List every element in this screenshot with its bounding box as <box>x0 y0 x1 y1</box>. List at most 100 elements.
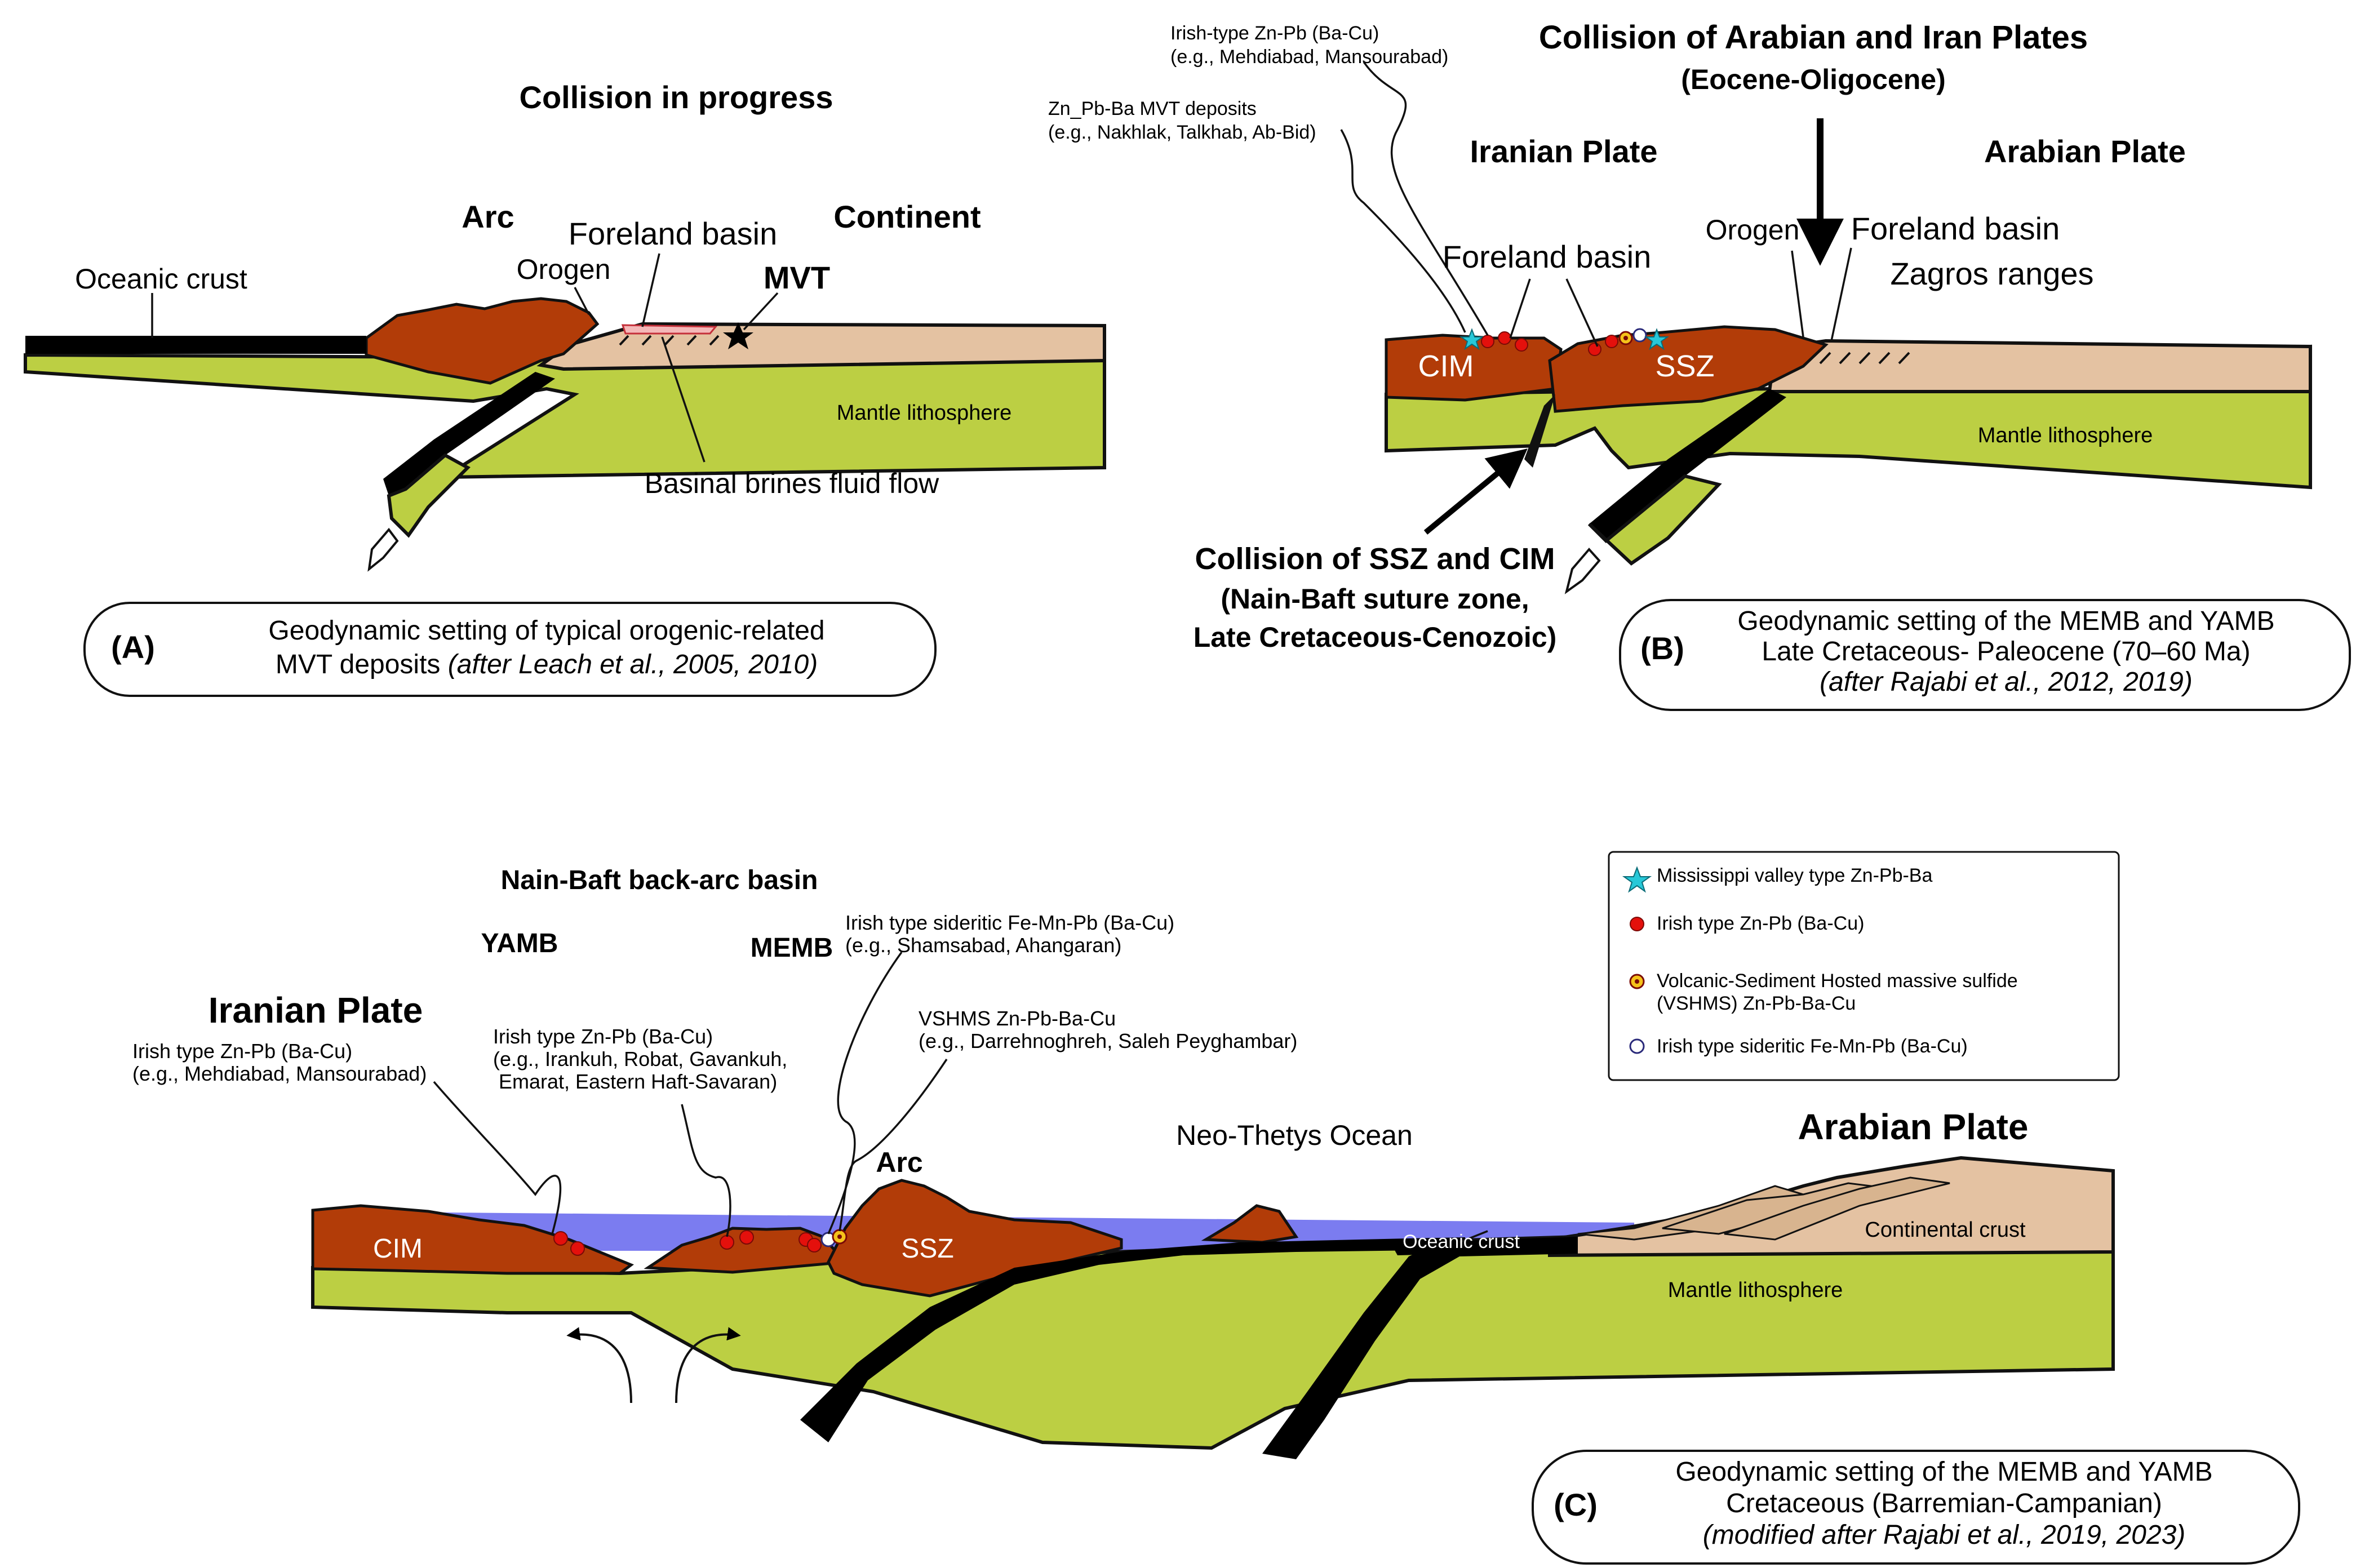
legend-item-vshms: Volcanic-Sediment Hosted massive sulfide <box>1657 970 2018 992</box>
panel-c-caption-line3: (modified after Rajabi et al., 2019, 202… <box>1703 1520 2186 1550</box>
panel-a-title: Collision in progress <box>520 79 833 115</box>
panel-b-orogen: Orogen <box>1706 214 1800 246</box>
legend-open-hexagon-icon <box>1629 1038 1645 1054</box>
panel-c-vshms-dot <box>837 1234 842 1239</box>
panel-c-irish-hexagon-icon <box>807 1238 822 1252</box>
legend-item-sideritic: Irish type sideritic Fe-Mn-Pb (Ba-Cu) <box>1657 1036 1968 1057</box>
panel-c-ssz-label: SSZ <box>901 1234 953 1264</box>
panel-c-neo-thetys-slab <box>1262 1237 1578 1459</box>
panel-c-irish2-eg2: Emarat, Eastern Haft-Savaran) <box>499 1070 777 1093</box>
panel-c-ssz-arc <box>827 1179 1123 1298</box>
panel-a-caption-line2a: MVT deposits <box>276 650 448 679</box>
panel-a-slab-mantle <box>387 453 471 538</box>
panel-b-cim <box>1385 334 1563 402</box>
panel-a-brines-label: Basinal brines fluid flow <box>645 468 939 499</box>
panel-c-deposits <box>553 1229 848 1256</box>
panel-b-caption-box <box>1619 599 2351 711</box>
panel-b-orogen-leader <box>1791 250 1804 337</box>
panel-c-memb: MEMB <box>751 933 833 963</box>
panel-c-irish2-label: Irish type Zn-Pb (Ba-Cu) <box>493 1025 713 1048</box>
panel-c-irish1-eg: (e.g., Mehdiabad, Mansourabad) <box>132 1062 427 1085</box>
panel-b-mvt-star-icon <box>1459 328 1485 350</box>
panel-c-backarc: Nain-Baft back-arc basin <box>501 865 818 895</box>
legend-cyan-star-icon <box>1622 866 1652 893</box>
panel-c-irish1-leader <box>433 1081 562 1234</box>
panel-c-irish2-eg1: (e.g., Irankuh, Robat, Gavankuh, <box>493 1047 787 1070</box>
panel-c-sideritic-label: Irish type sideritic Fe-Mn-Pb (Ba-Cu) <box>845 911 1174 934</box>
panel-b-irish-label: Irish-type Zn-Pb (Ba-Cu) <box>1170 23 1379 44</box>
panel-b-mantle-label: Mantle lithosphere <box>1978 424 2153 447</box>
panel-c: Nain-Baft back-arc basin YAMB MEMB Irish… <box>132 851 2300 1565</box>
panel-c-oceanic-leader <box>1459 1230 1488 1243</box>
panel-b-irish-hexagon-icon <box>1498 331 1511 345</box>
panel-b-mvt-star-icon <box>1644 328 1670 350</box>
panel-c-back-arc <box>644 1227 849 1274</box>
panel-b-subduction-arrow <box>1564 547 1601 594</box>
panel-c-caption-box <box>1532 1450 2300 1565</box>
panel-a-mantle <box>24 353 1106 505</box>
panel-b-subducting-slab <box>1589 389 1786 541</box>
panel-b-mvt-eg: (e.g., Nakhlak, Talkhab, Ab-Bid) <box>1048 122 1316 143</box>
panel-b-mvt-label: Zn_Pb-Ba MVT deposits <box>1048 98 1257 119</box>
panel-a-caption-box <box>83 602 937 697</box>
panel-a-caption-line1: Geodynamic setting of typical orogenic-r… <box>268 616 824 646</box>
panel-b-vshms-dot <box>1623 336 1628 340</box>
panel-a-oceanic-label: Oceanic crust <box>75 263 247 295</box>
panel-c-irish1-label: Irish type Zn-Pb (Ba-Cu) <box>132 1040 352 1063</box>
panel-a-subduction-arrow <box>367 527 399 572</box>
panel-a-continent-label: Continent <box>833 199 981 234</box>
panel-a-arc-orogen <box>365 297 600 385</box>
panel-c-arabian-plate: Arabian Plate <box>1798 1107 2028 1147</box>
panel-b-deposits <box>1459 328 1670 356</box>
panel-b: Collision of Arabian and Iran Plates (Eo… <box>1048 19 2351 711</box>
legend-item-mvt: Mississippi valley type Zn-Pb-Ba <box>1657 865 1932 886</box>
panel-c-arc: Arc <box>876 1147 922 1178</box>
panel-b-caption-line2: Late Cretaceous- Paleocene (70–60 Ma) <box>1762 637 2250 667</box>
panel-a-foreland-label: Foreland basin <box>569 216 777 251</box>
panel-b-collision1: Collision of SSZ and CIM <box>1195 542 1555 576</box>
panel-a-caption-label: (A) <box>111 629 155 665</box>
panel-a-subducting-slab <box>383 372 555 496</box>
panel-a-orogen-leader <box>574 287 590 315</box>
panel-b-suture-line <box>1524 394 1555 468</box>
panel-b-foreland-right: Foreland basin <box>1851 211 2060 246</box>
legend-red-hexagon-icon <box>1630 917 1644 931</box>
panel-b-arabian-plate: Arabian Plate <box>1984 134 2186 169</box>
panel-c-caption-line1: Geodynamic setting of the MEMB and YAMB <box>1675 1457 2212 1487</box>
legend-box <box>1608 851 2120 1081</box>
panel-c-irish-hexagon-icon <box>720 1235 734 1250</box>
legend-item-vshms-2: (VSHMS) Zn-Pb-Ba-Cu <box>1657 993 1856 1014</box>
legend-item-irish: Irish type Zn-Pb (Ba-Cu) <box>1657 913 1864 934</box>
panel-c-iranian-plate: Iranian Plate <box>208 990 423 1030</box>
panel-b-foreland-right-leader <box>1830 247 1852 341</box>
panel-c-mantle-label: Mantle lithosphere <box>1668 1278 1843 1302</box>
panel-b-cim-label: CIM <box>1418 349 1474 383</box>
panel-b-title2: (Eocene-Oligocene) <box>1681 64 1946 95</box>
panel-b-irish-leader <box>1363 61 1489 336</box>
panel-b-title1: Collision of Arabian and Iran Plates <box>1539 19 2088 56</box>
panel-c-caption-label: (C) <box>1554 1487 1598 1522</box>
panel-b-zagros: Zagros ranges <box>1890 256 2093 291</box>
panel-c-crust-fold-3 <box>1724 1176 1950 1241</box>
panel-b-caption-line1: Geodynamic setting of the MEMB and YAMB <box>1737 606 2274 636</box>
panel-c-caption-line2: Cretaceous (Barremian-Campanian) <box>1726 1489 2162 1518</box>
panel-b-sideritic-hexagon-icon <box>1632 328 1647 343</box>
panel-b-hatch <box>1819 352 1910 365</box>
panel-c-sideritic-eg: (e.g., Shamsabad, Ahangaran) <box>845 934 1121 957</box>
panel-b-caption-label: (B) <box>1640 630 1684 666</box>
panel-c-irish-hexagon-icon <box>553 1231 568 1246</box>
panel-c-vshms-eg: (e.g., Darrehnoghreh, Saleh Peyghambar) <box>919 1029 1297 1052</box>
panel-b-foreland-left: Foreland basin <box>1443 239 1651 274</box>
panel-a-mvt-star-icon <box>723 322 753 349</box>
panel-a-orogen-label: Orogen <box>517 254 611 285</box>
panel-a-hatch <box>619 335 720 346</box>
panel-a-basinal-brines <box>621 324 718 335</box>
panel-c-oceanic-crust-band <box>1392 1241 1465 1255</box>
panel-a-mvt-leader <box>743 292 779 331</box>
panel-c-irish-hexagon-icon <box>739 1230 754 1245</box>
panel-b-slab-mantle <box>1587 474 1722 566</box>
panel-c-rotation-arrow-right <box>675 1327 741 1403</box>
panel-b-foreland-leader-2 <box>1565 278 1599 347</box>
panel-a-oceanic-crust <box>25 336 366 354</box>
